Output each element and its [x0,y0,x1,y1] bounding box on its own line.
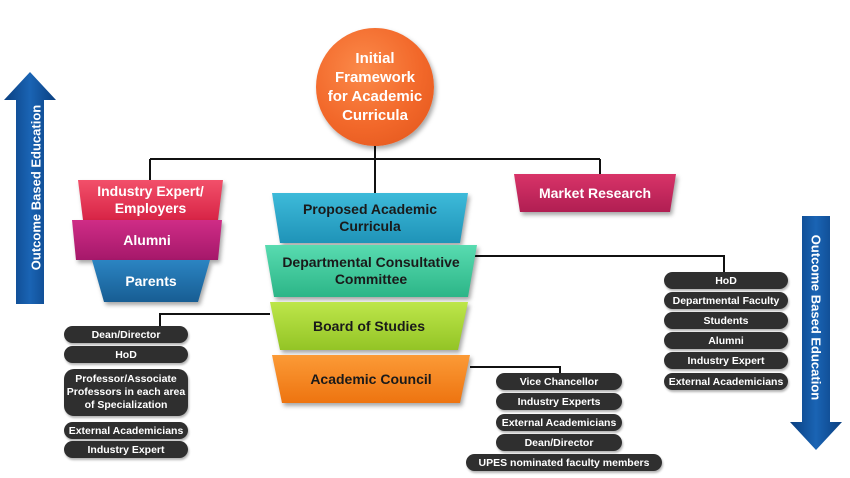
board-of-studies-node: Board of Studies [270,302,468,350]
market-research-node: Market Research [514,174,676,212]
council-member-vc: Vice Chancellor [496,373,622,390]
proposed-curricula-label: Proposed Academic Curricula [302,201,438,234]
dcc-member-external: External Academicians [664,373,788,390]
arrow-right-label: Outcome Based Education [808,234,824,401]
initial-framework-node: Initial Framework for Academic Curricula [316,28,434,146]
council-member-upes: UPES nominated faculty members [466,454,662,471]
departmental-committee-node: Departmental Consultative Committee [265,245,477,297]
arrow-up-icon [4,72,56,304]
industry-expert-node: Industry Expert/ Employers [78,180,223,220]
dcc-member-industry: Industry Expert [664,352,788,369]
initial-framework-label: Initial Framework for Academic Curricula [327,50,423,124]
bos-member-dean: Dean/Director [64,326,188,343]
dcc-member-hod: HoD [664,272,788,289]
departmental-committee-label: Departmental Consultative Committee [282,254,460,287]
bos-member-hod: HoD [64,346,188,363]
industry-expert-label: Industry Expert/ Employers [97,183,204,216]
bos-member-professors: Professor/Associate Professors in each a… [64,369,188,416]
parents-node: Parents [92,260,210,302]
arrow-down-icon [790,216,842,450]
alumni-node: Alumni [72,220,222,260]
council-member-dean: Dean/Director [496,434,622,451]
market-research-label: Market Research [538,184,652,201]
dcc-member-alumni: Alumni [664,332,788,349]
academic-council-node: Academic Council [272,355,470,403]
council-member-external: External Academicians [496,414,622,431]
parents-label: Parents [125,272,177,289]
bos-member-industry: Industry Expert [64,441,188,458]
dcc-member-faculty: Departmental Faculty [664,292,788,309]
proposed-curricula-node: Proposed Academic Curricula [272,193,468,243]
academic-council-label: Academic Council [310,370,432,387]
board-of-studies-label: Board of Studies [312,317,425,334]
bos-member-external: External Academicians [64,422,188,439]
alumni-label: Alumni [123,231,171,248]
arrow-left-label: Outcome Based Education [28,104,44,271]
council-member-industry: Industry Experts [496,393,622,410]
dcc-member-students: Students [664,312,788,329]
